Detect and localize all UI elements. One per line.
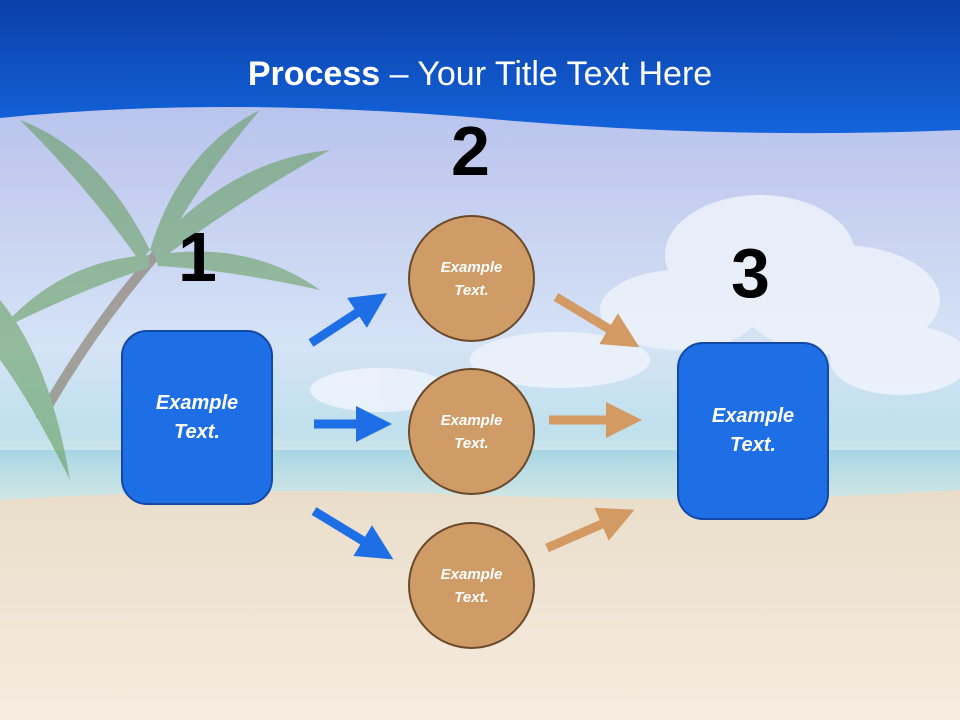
middle-circle-center: Example Text. [408,368,535,495]
middle-circle-top-text: Example Text. [440,258,503,299]
step-3-box: Example Text. [677,342,829,520]
arrow-from-bottom-circle [545,507,635,553]
middle-circle-center-text: Example Text. [440,411,503,452]
title-strong: Process [247,55,381,93]
middle-circle-bottom-text: Example Text. [440,565,503,606]
title-rest: – Your Title Text Here [380,55,713,93]
step-3-text: Example Text. [711,405,795,456]
clouds [310,195,960,412]
step-number-2: 2 [451,112,490,190]
header-band [0,0,960,134]
step-number-1: 1 [178,218,217,296]
middle-circle-bottom: Example Text. [408,522,535,649]
arrow-from-top-circle [553,293,640,348]
step-1-box: Example Text. [121,330,273,505]
slide-title: Process – Your Title Text Here [0,52,960,96]
palm-tree [0,110,330,480]
arrow-to-top-circle [308,293,388,347]
middle-circle-top: Example Text. [408,215,535,342]
step-number-3: 3 [731,234,770,312]
step-1-text: Example Text. [155,391,239,443]
arrow-to-bottom-circle [311,507,394,560]
